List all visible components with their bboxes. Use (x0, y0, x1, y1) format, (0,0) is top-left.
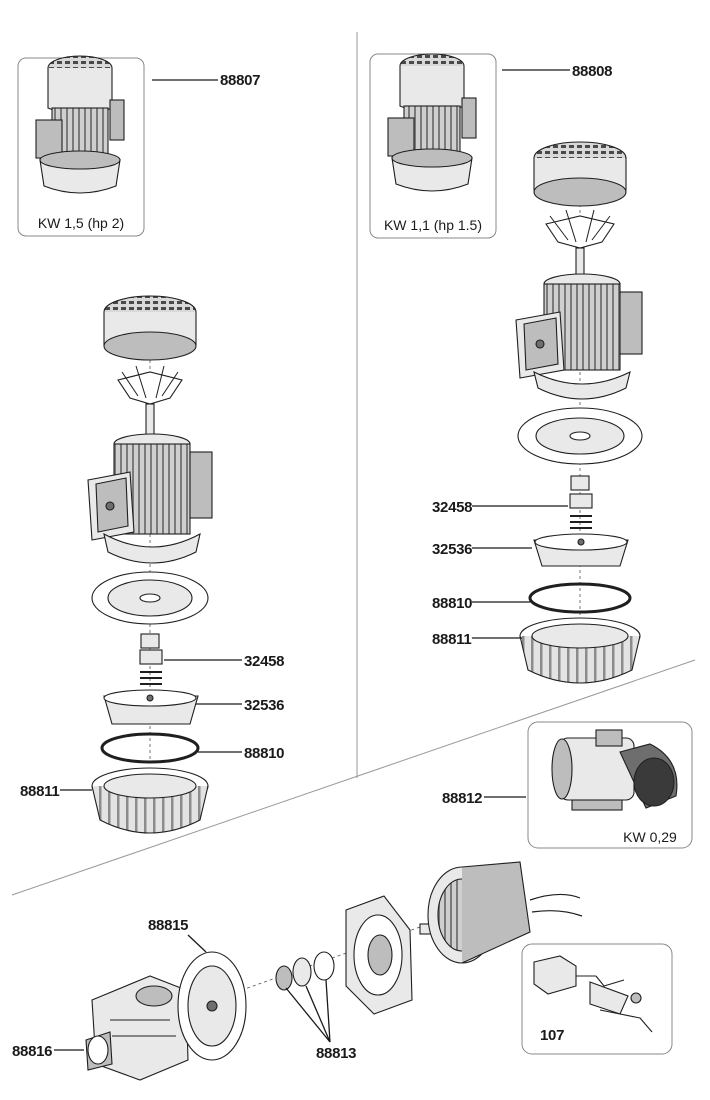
capacitor-box: 107 (521, 943, 673, 1055)
small-motor-part-number: 88812 (442, 790, 482, 807)
left-part-88811: 88811 (20, 783, 59, 800)
left-part-32536: 32536 (244, 697, 284, 714)
left-motor-power-label: KW 1,5 (hp 2) (38, 215, 124, 231)
capacitor-illustration (533, 955, 653, 1033)
right-part-32536: 32536 (432, 541, 472, 558)
bottom-impeller (177, 951, 247, 1061)
right-mechanical-seal (569, 475, 593, 529)
right-motor-box: KW 1,1 (hp 1.5) (369, 53, 497, 239)
left-exploded-stack (87, 295, 213, 834)
small-motor-box: KW 0,29 (527, 721, 693, 849)
left-cooling-fan (117, 365, 183, 405)
left-flange-plate (91, 571, 209, 625)
right-pump-housing (519, 617, 641, 684)
bottom-pump-casing (85, 975, 189, 1081)
bottom-exploded-assembly (85, 861, 583, 1081)
left-motor-body (87, 433, 213, 564)
right-motor-body (515, 273, 643, 400)
right-exploded-stack (515, 141, 643, 684)
right-cooling-fan (545, 209, 615, 249)
right-flange-plate (517, 407, 643, 465)
right-motor-part-number: 88808 (572, 63, 612, 80)
diagonal-divider (11, 659, 696, 896)
right-part-88810: 88810 (432, 595, 472, 612)
bottom-seal-set (275, 951, 335, 991)
bottom-motor (419, 861, 583, 964)
right-part-32458: 32458 (432, 499, 472, 516)
bottom-part-88815: 88815 (148, 917, 188, 934)
right-motor-thumbnail (387, 53, 477, 192)
left-motor-thumbnail (35, 55, 125, 194)
left-pump-housing (91, 767, 209, 834)
right-part-88811: 88811 (432, 631, 471, 648)
right-impeller-disc (533, 533, 629, 567)
bottom-adaptor-plate (345, 895, 413, 1015)
left-impeller-disc (103, 689, 199, 725)
small-motor-power-label: KW 0,29 (623, 829, 677, 845)
left-mechanical-seal (139, 633, 163, 685)
left-fan-cover (103, 295, 197, 361)
right-o-ring (528, 582, 632, 614)
left-part-88810: 88810 (244, 745, 284, 762)
left-motor-box: KW 1,5 (hp 2) (17, 55, 145, 237)
left-o-ring (100, 732, 200, 764)
small-motor-thumbnail (551, 729, 678, 811)
capacitor-part-number: 107 (540, 1027, 564, 1044)
left-motor-part-number: 88807 (220, 72, 260, 89)
bottom-part-88816: 88816 (12, 1043, 52, 1060)
right-motor-power-label: KW 1,1 (hp 1.5) (384, 217, 482, 233)
bottom-part-88813: 88813 (316, 1045, 356, 1062)
left-part-32458: 32458 (244, 653, 284, 670)
right-fan-cover (533, 141, 627, 207)
